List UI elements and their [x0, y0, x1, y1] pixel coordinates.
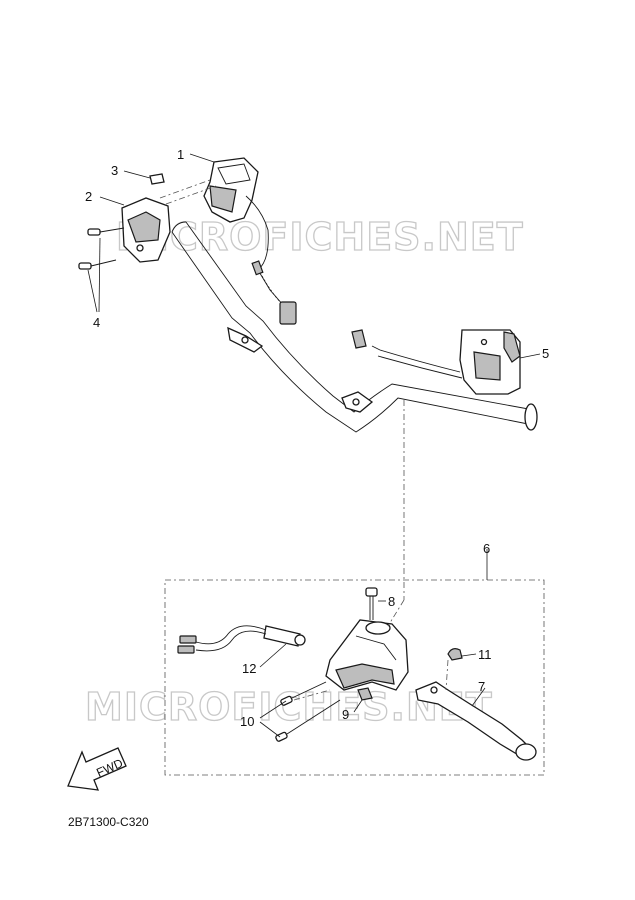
part-6-group-box	[164, 579, 545, 776]
callout-5: 5	[542, 346, 549, 361]
callout-10: 10	[240, 714, 254, 729]
fwd-arrow: FWD	[67, 747, 127, 791]
callout-9: 9	[342, 707, 349, 722]
callout-7: 7	[478, 679, 485, 694]
part-2-switch-housing	[121, 197, 171, 263]
callout-12: 12	[242, 661, 256, 676]
part-10-screws	[275, 681, 341, 742]
diagram-code: 2B71300-C320	[68, 815, 149, 829]
callout-labels: 1 2 3 4 5 6 7 8 9 10 11 12	[85, 147, 549, 729]
handlebar	[171, 221, 538, 433]
connection-lines	[159, 179, 449, 701]
part-7-brake-lever	[415, 681, 537, 761]
part-4-screws	[78, 227, 125, 270]
part-5-right-handlebar-switch	[351, 329, 521, 395]
part-9-nut	[357, 687, 373, 701]
callout-6: 6	[483, 541, 490, 556]
callout-2: 2	[85, 189, 92, 204]
callout-4: 4	[93, 315, 100, 330]
part-3-screw	[149, 173, 165, 185]
watermark-top: MICROFICHES.NET	[116, 215, 524, 259]
part-11-clip	[447, 648, 463, 661]
callout-11: 11	[478, 647, 492, 662]
part-1-left-handlebar-switch	[203, 157, 297, 325]
part-12-brake-switch	[177, 625, 306, 654]
callout-8: 8	[388, 594, 395, 609]
callout-3: 3	[111, 163, 118, 178]
callout-1: 1	[177, 147, 184, 162]
leader-lines	[87, 153, 541, 738]
lever-bracket	[325, 619, 409, 691]
part-8-bolt	[365, 587, 378, 620]
